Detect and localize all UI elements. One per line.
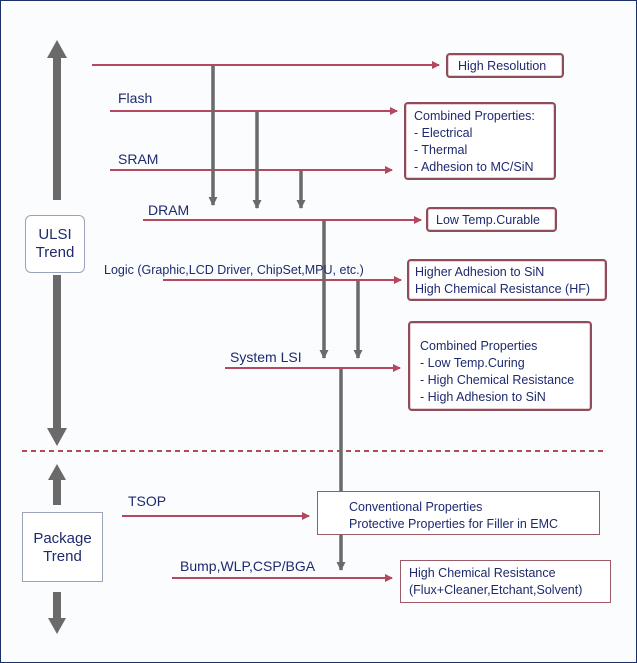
box-high-chemical-resistance: High Chemical Resistance (Flux+Cleaner,E… <box>400 560 611 603</box>
box-combined-1-line-2: - Electrical <box>414 126 473 140</box>
horizontal-arrows <box>92 61 440 582</box>
box-adhesion-line-1: Higher Adhesion to SiN <box>415 265 545 279</box>
ulsi-trend-line-1: ULSI <box>38 226 72 243</box>
package-trend-line-2: Trend <box>43 548 82 565</box>
package-trend-line-1: Package <box>33 530 92 547</box>
box-low-temp-line-1: Low Temp.Curable <box>436 213 540 227</box>
box-adhesion-chemical: Higher Adhesion to SiN High Chemical Res… <box>407 259 607 301</box>
label-dram: DRAM <box>148 202 190 218</box>
box-combined-1-line-1: Combined Properties: <box>414 109 535 123</box>
ulsi-trend-box: ULSI Trend <box>25 215 85 273</box>
box-conventional-line-1: Conventional Properties <box>349 500 483 514</box>
box-conventional-line-2: Protective Properties for Filler in EMC <box>349 517 559 531</box>
box-high-resolution-line-1: High Resolution <box>458 59 547 73</box>
box-high-resolution: High Resolution <box>446 53 564 78</box>
ulsi-trend-arrow <box>47 40 67 446</box>
label-flash: Flash <box>118 90 153 106</box>
label-system-lsi: System LSI <box>230 349 302 365</box>
box-conventional-properties: Conventional Properties Protective Prope… <box>317 491 600 535</box>
box-high-chem-line-2: (Flux+Cleaner,Etchant,Solvent) <box>409 583 583 597</box>
box-combined-2-line-2: - Low Temp.Curing <box>420 356 525 370</box>
box-adhesion-line-2: High Chemical Resistance (HF) <box>415 282 591 296</box>
label-sram: SRAM <box>118 151 159 167</box>
box-combined-1-line-3: - Thermal <box>414 143 468 157</box>
box-high-chem-line-1: High Chemical Resistance <box>409 566 556 580</box>
ulsi-trend-line-2: Trend <box>35 244 75 261</box>
label-tsop: TSOP <box>128 493 167 509</box>
box-combined-properties-2: Combined Properties - Low Temp.Curing - … <box>408 321 592 411</box>
box-combined-1-line-4: - Adhesion to MC/SiN <box>414 160 534 174</box>
box-combined-2-line-3: - High Chemical Resistance <box>420 373 575 387</box>
package-trend-box: Package Trend <box>22 512 103 582</box>
box-combined-properties-1: Combined Properties: - Electrical - Ther… <box>404 102 556 180</box>
box-combined-2-line-1: Combined Properties <box>420 339 538 353</box>
box-low-temp-curable: Low Temp.Curable <box>426 207 557 232</box>
vertical-arrows <box>208 66 363 571</box>
label-bump: Bump,WLP,CSP/BGA <box>180 558 316 574</box>
label-logic: Logic (Graphic,LCD Driver, ChipSet,MPU, … <box>104 263 364 277</box>
box-combined-2-line-4: - High Adhesion to SiN <box>420 390 546 404</box>
package-trend-arrow <box>48 464 66 634</box>
